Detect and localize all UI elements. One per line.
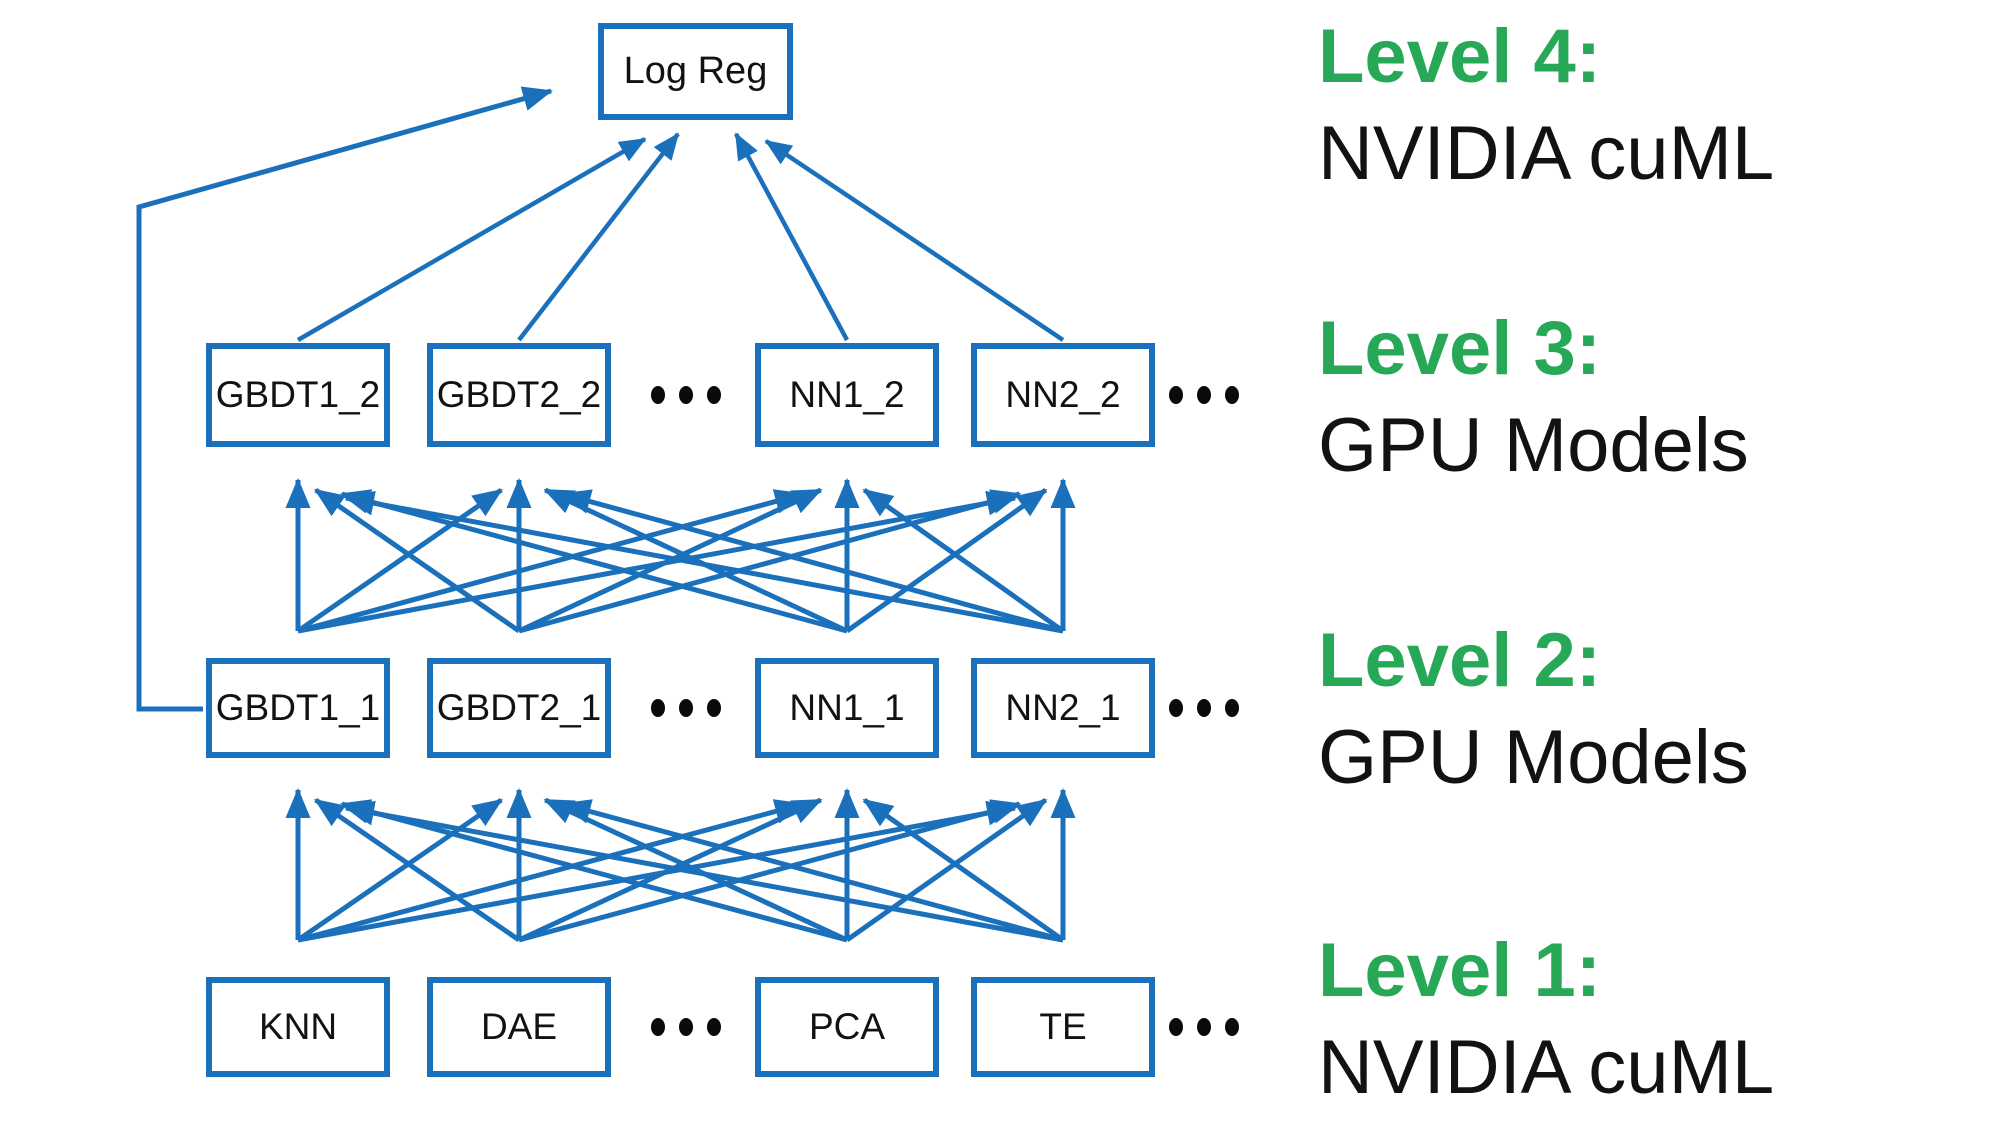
caption-level3-title: Level 3: <box>1318 306 1602 391</box>
node-label: GBDT2_2 <box>436 374 602 415</box>
ellipsis-level2-mid <box>651 699 721 717</box>
caption-level1: Level 1: NVIDIA cuML <box>1318 922 1774 1116</box>
node-label: NN2_2 <box>1005 374 1121 415</box>
caption-level1-title: Level 1: <box>1318 928 1602 1013</box>
caption-level1-subtitle: NVIDIA cuML <box>1318 1025 1775 1110</box>
node-nn2-2: NN2_2 <box>971 343 1155 447</box>
node-gbdt1-2: GBDT1_2 <box>206 343 390 447</box>
caption-level2-subtitle: GPU Models <box>1318 715 1749 800</box>
caption-level3: Level 3: GPU Models <box>1318 300 1749 494</box>
node-label: KNN <box>258 1006 338 1047</box>
node-label: GBDT1_2 <box>215 374 381 415</box>
ellipsis-level1-mid <box>651 1018 721 1036</box>
node-label: GBDT2_1 <box>436 687 602 728</box>
node-label: NN1_1 <box>789 687 905 728</box>
node-label: NN2_1 <box>1005 687 1121 728</box>
node-label: TE <box>1039 1006 1087 1047</box>
node-nn2-1: NN2_1 <box>971 658 1155 758</box>
ellipsis-level3-mid <box>651 386 721 404</box>
node-label: GBDT1_1 <box>215 687 381 728</box>
node-label: DAE <box>480 1006 558 1047</box>
caption-level4-subtitle: NVIDIA cuML <box>1318 111 1775 196</box>
node-label: Log Reg <box>623 50 768 92</box>
node-knn: KNN <box>206 977 390 1077</box>
node-dae: DAE <box>427 977 611 1077</box>
node-gbdt1-1: GBDT1_1 <box>206 658 390 758</box>
node-pca: PCA <box>755 977 939 1077</box>
ellipsis-level3-end <box>1169 386 1239 404</box>
node-gbdt2-1: GBDT2_1 <box>427 658 611 758</box>
ellipsis-level2-end <box>1169 699 1239 717</box>
node-label: NN1_2 <box>789 374 905 415</box>
node-nn1-1: NN1_1 <box>755 658 939 758</box>
node-te: TE <box>971 977 1155 1077</box>
node-log-reg: Log Reg <box>598 23 793 120</box>
ellipsis-level1-end <box>1169 1018 1239 1036</box>
caption-level4-title: Level 4: <box>1318 14 1602 99</box>
caption-level4: Level 4: NVIDIA cuML <box>1318 8 1774 202</box>
node-nn1-2: NN1_2 <box>755 343 939 447</box>
node-label: PCA <box>808 1006 886 1047</box>
node-gbdt2-2: GBDT2_2 <box>427 343 611 447</box>
caption-level3-subtitle: GPU Models <box>1318 403 1749 488</box>
caption-level2: Level 2: GPU Models <box>1318 612 1749 806</box>
caption-level2-title: Level 2: <box>1318 618 1602 703</box>
